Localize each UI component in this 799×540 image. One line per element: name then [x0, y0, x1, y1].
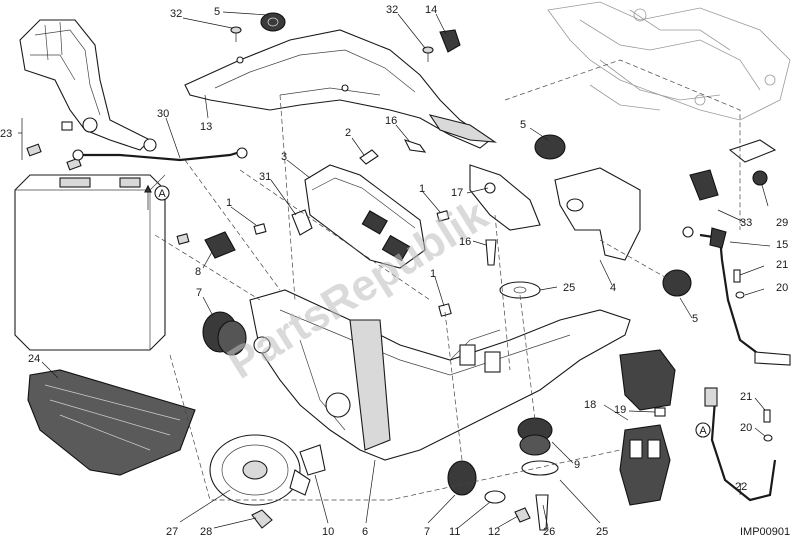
cable-22 — [704, 387, 777, 502]
callout-26: 26 — [543, 526, 555, 538]
cap-29 — [752, 170, 768, 186]
callout-20-lower: 20 — [740, 422, 752, 434]
callout-19: 19 — [614, 404, 626, 416]
nut-1-middle — [436, 210, 450, 222]
grommet-5-right — [534, 134, 566, 160]
callout-5-right: 5 — [520, 119, 526, 131]
screw-32-right — [422, 46, 434, 62]
drawing-code: IMP00901 — [740, 526, 790, 538]
frame-bracket — [19, 19, 157, 152]
callout-31: 31 — [259, 171, 271, 183]
callout-23: 23 — [0, 128, 12, 140]
reference-a-battery: A — [144, 184, 170, 210]
callout-17: 17 — [451, 187, 463, 199]
upper-tray — [184, 29, 498, 149]
reference-a-battery-text: A — [158, 188, 166, 200]
callout-28: 28 — [200, 526, 212, 538]
callout-7-lower: 7 — [424, 526, 430, 538]
connector-29-upper — [728, 139, 777, 163]
callout-32-left: 32 — [170, 8, 182, 20]
callout-2: 2 — [345, 127, 351, 139]
grommet-top — [260, 12, 286, 32]
callout-11: 11 — [449, 526, 460, 538]
callout-9: 9 — [574, 459, 580, 471]
bolt-16-top — [403, 139, 427, 153]
screw-32-left — [230, 26, 242, 42]
clamp-8 — [204, 231, 236, 259]
callout-33: 33 — [740, 217, 752, 229]
callout-labels: 32 5 32 14 13 30 23 2 16 5 3 31 1 1 17 1… — [0, 4, 790, 538]
callout-15: 15 — [776, 239, 788, 251]
fitting-10 — [299, 444, 326, 476]
callout-12: 12 — [488, 526, 500, 538]
sensor-33 — [689, 169, 719, 201]
reference-a-cable: A — [695, 422, 711, 438]
nut-21-upper — [733, 269, 741, 283]
callout-24: 24 — [28, 353, 40, 365]
screw-2 — [359, 149, 379, 165]
battery-cable-30 — [72, 147, 248, 162]
grommet-7-left — [202, 311, 247, 356]
bolt-26 — [535, 494, 549, 531]
reference-a-cable-text: A — [699, 425, 707, 437]
battery — [14, 174, 166, 351]
nut-1-left — [253, 223, 267, 235]
callout-25-upper: 25 — [563, 282, 575, 294]
battery-tray-24 — [27, 369, 196, 476]
nut-21-lower — [763, 409, 771, 423]
washer-11 — [484, 490, 506, 504]
leader-lines — [18, 11, 771, 529]
relay-18 — [619, 349, 676, 506]
callout-18: 18 — [584, 399, 596, 411]
grommet-7-lower — [447, 460, 477, 496]
bracket-4 — [554, 167, 641, 261]
callout-20-upper: 20 — [776, 282, 788, 294]
callout-27: 27 — [166, 526, 178, 538]
callout-1-lower: 1 — [430, 268, 436, 280]
main-carrier-6 — [249, 289, 631, 461]
callout-21-lower: 21 — [740, 391, 752, 403]
callout-8: 8 — [195, 266, 201, 278]
callout-16-top: 16 — [385, 115, 397, 127]
clip-14 — [439, 29, 461, 53]
callout-7-upper: 7 — [196, 287, 202, 299]
washer-25-lower — [521, 460, 559, 476]
callout-6: 6 — [362, 526, 368, 538]
horn-27 — [209, 434, 311, 506]
nut-19 — [654, 407, 666, 417]
callout-4: 4 — [610, 282, 616, 294]
washer-20-upper — [735, 291, 745, 299]
callout-10: 10 — [322, 526, 334, 538]
callout-30: 30 — [157, 108, 169, 120]
bolt-28 — [251, 509, 273, 529]
grommet-9 — [517, 417, 553, 456]
nut-pads-23 — [26, 121, 82, 171]
washer-20-lower — [763, 434, 773, 442]
callout-21-upper: 21 — [776, 259, 788, 271]
callout-5-top: 5 — [214, 6, 220, 18]
callout-14: 14 — [425, 4, 437, 16]
callout-1-left: 1 — [226, 197, 232, 209]
screw-12 — [514, 507, 531, 523]
callout-3: 3 — [281, 151, 287, 163]
control-unit-3 — [304, 164, 426, 269]
bolt-16-lower — [485, 239, 497, 266]
callout-25-lower: 25 — [596, 526, 608, 538]
callout-16-lower: 16 — [459, 236, 471, 248]
callout-5-lower: 5 — [692, 313, 698, 325]
callout-22: 22 — [735, 481, 747, 493]
grommet-5-lower — [662, 269, 692, 297]
assembly-dashed-lines — [154, 59, 741, 501]
callout-32-right: 32 — [386, 4, 398, 16]
callout-13: 13 — [200, 121, 212, 133]
nut-battery — [176, 233, 190, 245]
cable-15 — [682, 226, 791, 366]
callout-29: 29 — [776, 217, 788, 229]
frame-ghost-outline — [547, 1, 791, 121]
bracket-17 — [469, 164, 541, 231]
callout-1-middle: 1 — [419, 183, 425, 195]
